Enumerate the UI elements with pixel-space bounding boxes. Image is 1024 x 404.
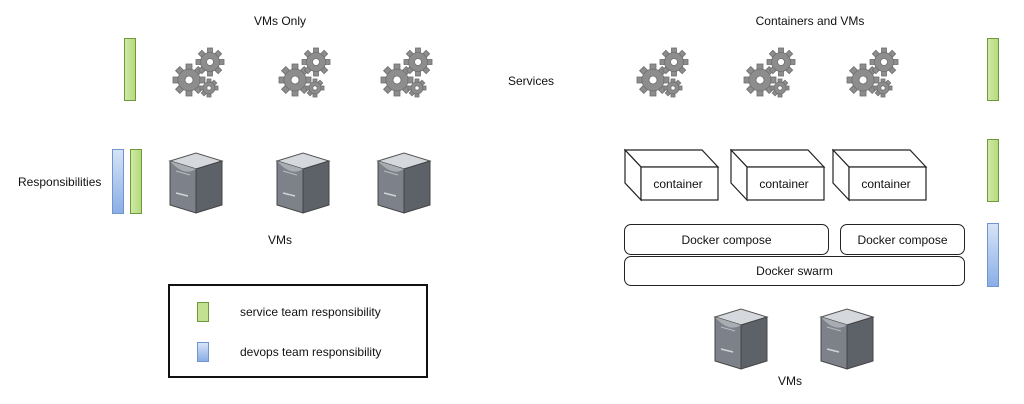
legend-swatch-devops	[197, 342, 209, 362]
legend-swatch-service	[197, 302, 209, 322]
devops-responsibility-bar	[987, 223, 999, 287]
responsibilities-label: Responsibilities	[18, 175, 102, 189]
vms-label: VMs	[778, 374, 802, 388]
gears-icon	[743, 46, 799, 100]
legend: service team responsibility devops team …	[168, 284, 428, 378]
docker-compose-box: Docker compose	[840, 224, 965, 255]
container-label: container	[759, 177, 809, 191]
service-responsibility-bar	[987, 38, 999, 101]
server-icon	[374, 149, 432, 215]
docker-compose-box: Docker compose	[624, 224, 829, 255]
container-box-icon	[730, 149, 826, 202]
container-box-icon	[832, 149, 928, 202]
legend-label-service: service team responsibility	[240, 305, 381, 319]
gears-icon	[846, 46, 902, 100]
container-box: container	[624, 149, 720, 207]
container-label: container	[653, 177, 703, 191]
server-icon	[817, 305, 875, 371]
vms-label: VMs	[268, 233, 292, 247]
service-responsibility-bar	[124, 38, 136, 101]
server-icon	[711, 305, 769, 371]
gears-icon	[278, 46, 334, 100]
legend-label-devops: devops team responsibility	[240, 345, 382, 359]
gears-icon	[380, 46, 436, 100]
left-panel-title: VMs Only	[253, 14, 306, 28]
container-box: container	[730, 149, 826, 207]
service-responsibility-bar	[130, 149, 142, 214]
right-panel-title: Containers and VMs	[755, 14, 865, 28]
service-responsibility-bar	[987, 139, 999, 202]
services-label: Services	[508, 74, 555, 88]
server-icon	[166, 149, 224, 215]
gears-icon	[172, 46, 228, 100]
devops-responsibility-bar	[112, 149, 124, 214]
docker-swarm-box: Docker swarm	[624, 256, 965, 286]
gears-icon	[636, 46, 692, 100]
container-box: container	[832, 149, 928, 207]
container-box-icon	[624, 149, 720, 202]
server-icon	[273, 149, 331, 215]
container-label: container	[861, 177, 911, 191]
